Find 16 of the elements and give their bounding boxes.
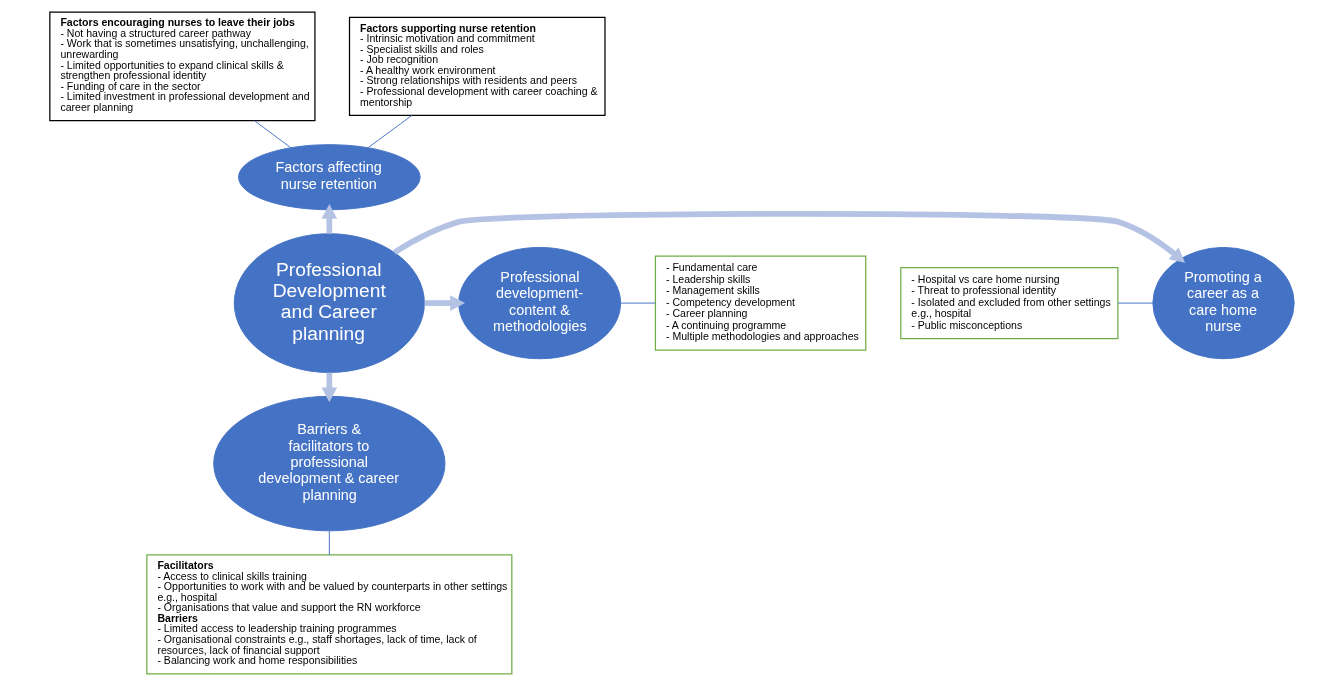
node-ellipse: Professional Development and Career planning [233, 233, 425, 373]
node-box: Facilitators - Access to clinical skills training - Opportunities to work with and be valued by counterparts in other settings e.g., hospital - Organisations that value and support the RN workforce Barriers - Limited access to leadership training programmes - Organisational constraints e.g., staff shortages, lack of time, lack of resources, lack of financial support - Balancing work and home responsibilities [145, 554, 512, 675]
node-ellipse: Factors affecting nurse retention [237, 144, 421, 211]
connector [619, 302, 656, 304]
node-box: Factors supporting nurse retention - Intrinsic motivation and commitment - Specialist skills and roles - Job recognition - A healthy work environment - Strong relationships with residents and peers - Professional development with career coaching & mentorship [348, 16, 606, 116]
connector [367, 114, 412, 148]
node-box: - Hospital vs care home nursing - Threat to professional identity - Isolated and excluded from other settings e.g., hospital - Public misconceptions [899, 266, 1118, 340]
connector [1117, 302, 1153, 304]
arrow [392, 211, 1185, 263]
arrow [424, 295, 465, 311]
connector [328, 530, 330, 556]
node-box: - Fundamental care - Leadership skills - Management skills - Competency development - Career planning - A continuing programme - Multiple methodologies and approaches [654, 255, 866, 351]
node-ellipse: Barriers & facilitators to professional development & career planning [212, 395, 445, 532]
connector [253, 120, 291, 149]
node-box: Factors encouraging nurses to leave their jobs - Not having a structured career pathway - Work that is sometimes unsatisfying, unchallenging, unrewarding - Limited opportunities to expand clinical skills & strengthen professional identity - Funding of care in the sector - Limited investment in professional development and career planning [48, 11, 316, 122]
node-ellipse: Professional development- content & methodologies [457, 246, 621, 360]
